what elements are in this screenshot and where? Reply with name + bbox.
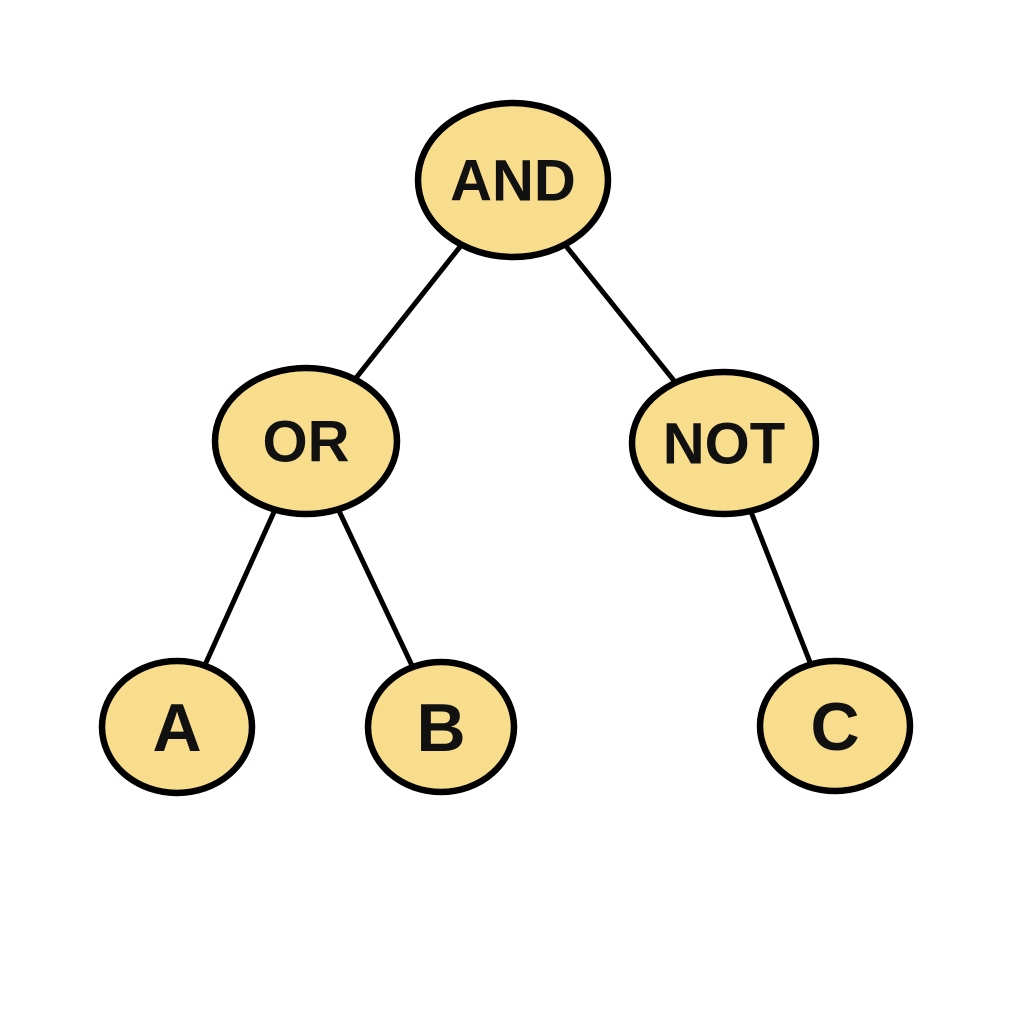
node-or: OR [211, 364, 401, 518]
node-a: A [98, 657, 256, 797]
node-and: AND [414, 99, 612, 261]
node-and-label: AND [450, 148, 576, 213]
node-or-shape [211, 364, 401, 518]
node-a-label: A [152, 690, 201, 766]
node-b-shape [364, 658, 518, 796]
node-c-label: C [810, 689, 859, 765]
node-and-shape [414, 99, 612, 261]
node-b: B [364, 658, 518, 796]
node-not-label: NOT [663, 411, 785, 476]
node-or-label: OR [263, 409, 350, 474]
node-a-shape [98, 657, 256, 797]
node-not-shape [628, 368, 820, 518]
node-not: NOT [628, 368, 820, 518]
node-b-label: B [416, 690, 465, 766]
node-c-shape [756, 657, 914, 795]
node-c: C [756, 657, 914, 795]
